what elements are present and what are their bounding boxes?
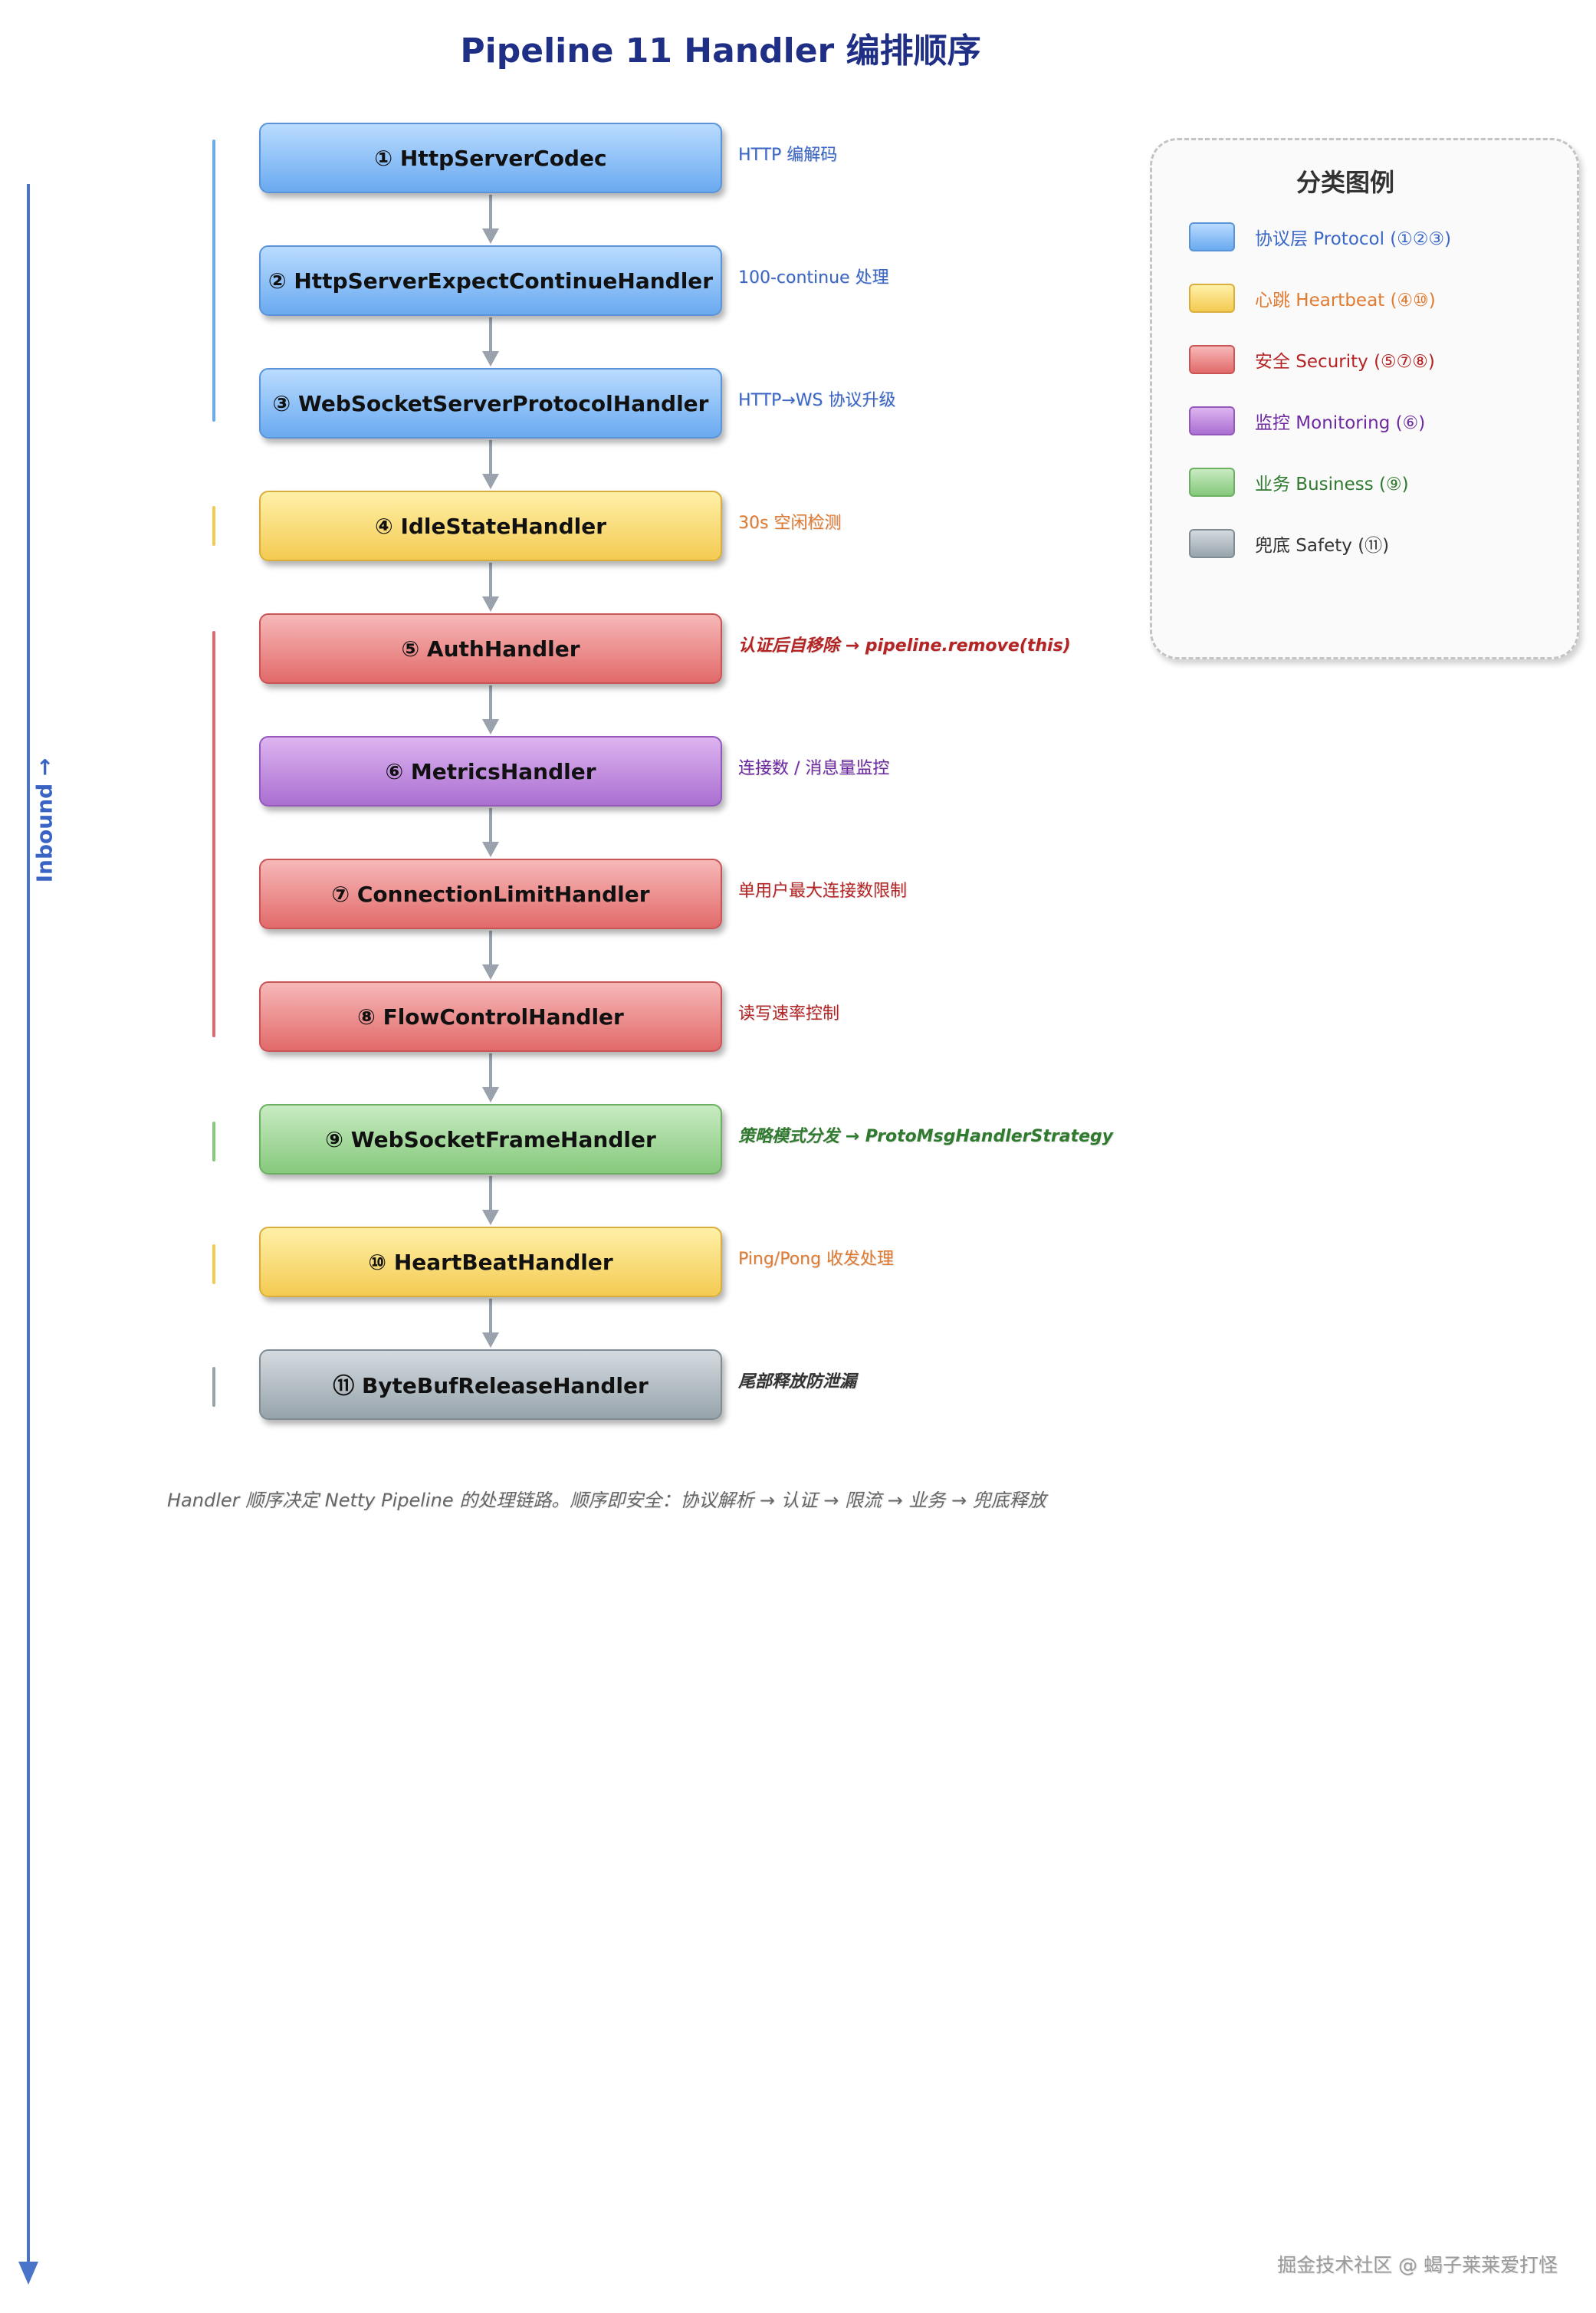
handler-label: ⑩ HeartBeatHandler	[368, 1249, 613, 1275]
category-legend: 分类图例 协议层 Protocol (①②③) 心跳 Heartbeat (④⑩…	[1150, 138, 1579, 659]
handler-label: ⑧ FlowControlHandler	[357, 1004, 624, 1030]
legend-swatch	[1189, 345, 1235, 374]
group-bar-heartbeat-1	[212, 506, 215, 546]
flow-arrow-7-8	[489, 931, 492, 966]
handler-node-11: ⑪ ByteBufReleaseHandler	[259, 1349, 722, 1420]
handler-node-5: ⑤ AuthHandler	[259, 613, 722, 684]
handler-label: ⑪ ByteBufReleaseHandler	[333, 1373, 649, 1398]
flow-arrow-head-icon	[482, 596, 499, 612]
group-bar-heartbeat-2	[212, 1244, 215, 1284]
flow-arrow-head-icon	[482, 1332, 499, 1348]
handler-node-8: ⑧ FlowControlHandler	[259, 981, 722, 1052]
handler-note-1: HTTP 编解码	[738, 146, 838, 165]
handler-label: ④ IdleStateHandler	[374, 513, 607, 539]
flow-arrow-2-3	[489, 317, 492, 353]
legend-label: 协议层 Protocol (①②③)	[1255, 229, 1452, 249]
handler-note-7: 单用户最大连接数限制	[738, 882, 908, 901]
flow-arrow-1-2	[489, 195, 492, 230]
legend-item-protocol: 协议层 Protocol (①②③)	[1189, 222, 1451, 252]
handler-node-2: ② HttpServerExpectContinueHandler	[259, 245, 722, 316]
handler-note-11: 尾部释放防泄漏	[738, 1372, 857, 1391]
legend-swatch	[1189, 284, 1235, 313]
legend-item-security: 安全 Security (⑤⑦⑧)	[1189, 344, 1435, 375]
legend-label: 安全 Security (⑤⑦⑧)	[1255, 352, 1435, 372]
flow-arrow-head-icon	[482, 351, 499, 366]
handler-label: ⑥ MetricsHandler	[385, 758, 596, 784]
legend-label: 兜底 Safety (⑪)	[1255, 536, 1390, 556]
page-title: Pipeline 11 Handler 编排顺序	[460, 31, 981, 71]
flow-arrow-10-11	[489, 1299, 492, 1334]
handler-label: ② HttpServerExpectContinueHandler	[268, 268, 714, 294]
flow-arrow-9-10	[489, 1176, 492, 1211]
flow-arrow-3-4	[489, 440, 492, 475]
handler-node-3: ③ WebSocketServerProtocolHandler	[259, 368, 722, 439]
flow-arrow-5-6	[489, 685, 492, 721]
legend-title: 分类图例	[1296, 168, 1394, 197]
group-bar-business	[212, 1122, 215, 1161]
flow-arrow-head-icon	[482, 1087, 499, 1102]
handler-label: ⑤ AuthHandler	[401, 636, 580, 662]
legend-swatch	[1189, 406, 1235, 435]
legend-swatch	[1189, 222, 1235, 251]
handler-note-5: 认证后自移除 → pipeline.remove(this)	[738, 636, 1071, 655]
legend-label: 业务 Business (⑨)	[1255, 475, 1409, 494]
legend-item-monitoring: 监控 Monitoring (⑥)	[1189, 406, 1425, 436]
flow-arrow-8-9	[489, 1053, 492, 1089]
flow-arrow-4-5	[489, 563, 492, 598]
legend-item-heartbeat: 心跳 Heartbeat (④⑩)	[1189, 283, 1436, 314]
handler-label: ⑦ ConnectionLimitHandler	[331, 881, 650, 907]
handler-node-6: ⑥ MetricsHandler	[259, 736, 722, 807]
watermark: 掘金技术社区 @ 蝎子莱莱爱打怪	[1277, 2254, 1558, 2276]
group-bar-protocol	[212, 140, 215, 422]
handler-label: ⑨ WebSocketFrameHandler	[325, 1126, 656, 1152]
legend-item-business: 业务 Business (⑨)	[1189, 467, 1409, 498]
handler-note-6: 连接数 / 消息量监控	[738, 759, 890, 778]
legend-swatch	[1189, 468, 1235, 497]
inbound-arrow-head-icon	[18, 2262, 38, 2285]
inbound-axis-line	[27, 184, 30, 2262]
handler-note-8: 读写速率控制	[738, 1004, 840, 1023]
legend-label: 心跳 Heartbeat (④⑩)	[1255, 291, 1436, 310]
group-bar-safety	[212, 1367, 215, 1407]
flow-arrow-head-icon	[482, 842, 499, 857]
handler-node-9: ⑨ WebSocketFrameHandler	[259, 1104, 722, 1175]
handler-label: ① HttpServerCodec	[374, 145, 607, 171]
inbound-axis-label: Inbound →	[31, 757, 57, 883]
handler-note-10: Ping/Pong 收发处理	[738, 1250, 895, 1269]
flow-arrow-head-icon	[482, 719, 499, 734]
flow-arrow-head-icon	[482, 474, 499, 489]
legend-swatch	[1189, 529, 1235, 558]
handler-node-10: ⑩ HeartBeatHandler	[259, 1227, 722, 1297]
handler-node-1: ① HttpServerCodec	[259, 123, 722, 193]
legend-label: 监控 Monitoring (⑥)	[1255, 413, 1426, 433]
handler-note-2: 100-continue 处理	[738, 268, 889, 287]
flow-arrow-head-icon	[482, 1210, 499, 1225]
handler-label: ③ WebSocketServerProtocolHandler	[272, 390, 709, 416]
legend-item-safety: 兜底 Safety (⑪)	[1189, 528, 1389, 559]
handler-node-7: ⑦ ConnectionLimitHandler	[259, 859, 722, 929]
handler-node-4: ④ IdleStateHandler	[259, 491, 722, 561]
flow-arrow-6-7	[489, 808, 492, 843]
group-bar-security	[212, 631, 215, 1037]
handler-note-4: 30s 空闲检测	[738, 514, 842, 533]
handler-note-3: HTTP→WS 协议升级	[738, 391, 896, 410]
flow-arrow-head-icon	[482, 964, 499, 980]
footnote: Handler 顺序决定 Netty Pipeline 的处理链路。顺序即安全：…	[167, 1490, 1046, 1511]
flow-arrow-head-icon	[482, 228, 499, 244]
handler-note-9: 策略模式分发 → ProtoMsgHandlerStrategy	[738, 1127, 1114, 1146]
